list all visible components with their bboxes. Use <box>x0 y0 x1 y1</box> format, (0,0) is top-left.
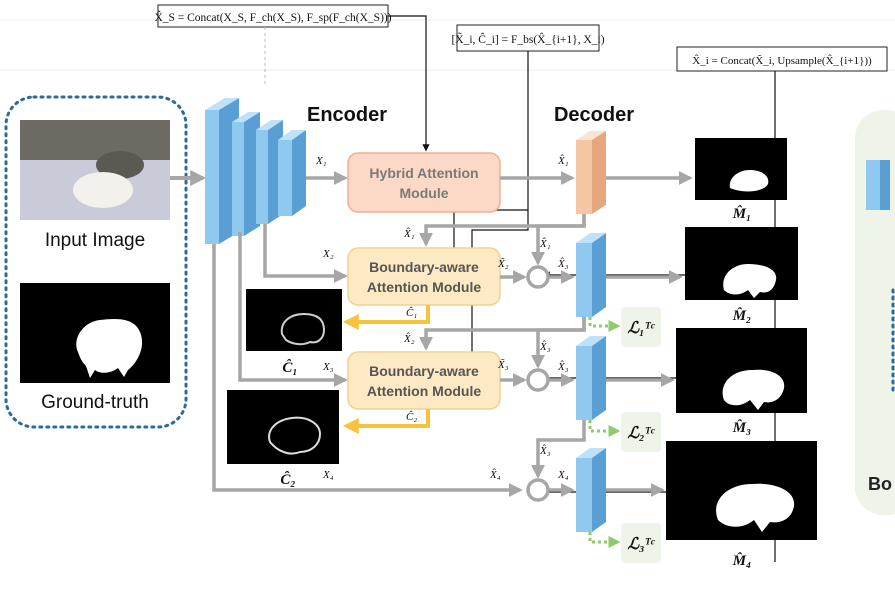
encoder-block-2 <box>232 112 260 236</box>
svg-text:ℒ₃ᵀᶜ: ℒ₃ᵀᶜ <box>628 536 656 553</box>
encoder-blocks <box>205 98 306 244</box>
boundary-image-c1 <box>246 289 342 351</box>
svg-text:X̃₂: X̃₂ <box>497 257 509 270</box>
loss-tile-2: ℒ₂ᵀᶜ <box>621 412 661 452</box>
decoder-heading: Decoder <box>554 104 634 126</box>
svg-text:X̂₁: X̂₁ <box>539 237 551 250</box>
svg-text:X̃₃: X̃₃ <box>497 358 509 371</box>
svg-text:X̂₃: X̂₃ <box>557 360 569 373</box>
concat-node-3 <box>526 478 550 502</box>
svg-text:X̂₃: X̂₃ <box>539 444 551 457</box>
svg-text:X₃: X₃ <box>322 361 334 373</box>
ground-truth-image <box>20 283 170 383</box>
decoder-block-2 <box>576 233 606 317</box>
skip-connections <box>212 171 523 497</box>
svg-text:X̂₂: X̂₂ <box>403 332 415 345</box>
formula-box-up: X̂_i = Concat(X̃_i, Upsample(X̂_{i+1})) <box>676 46 888 72</box>
loss-tile-3: ℒ₃ᵀᶜ <box>621 523 661 563</box>
input-image <box>20 120 170 220</box>
input-image-label: Input Image <box>45 230 145 251</box>
ground-truth-label: Ground-truth <box>41 392 149 413</box>
svg-text:Ĉ₁: Ĉ₁ <box>406 307 417 319</box>
concat-node-2 <box>526 368 550 392</box>
boundary-label-c1: Ĉ₁ <box>282 359 297 376</box>
encoder-block-4 <box>278 130 306 216</box>
svg-text:X̂_S = Concat(X_S, F_ch(X_S),: X̂_S = Concat(X_S, F_ch(X_S), F_sp(F_ch(… <box>154 10 391 24</box>
hybrid-attention-module: Hybrid Attention Module <box>347 152 501 213</box>
right-partial-label: Bo <box>868 474 892 494</box>
svg-text:ℒ₁ᵀᶜ: ℒ₁ᵀᶜ <box>628 320 656 337</box>
encoder-heading: Encoder <box>307 104 387 126</box>
svg-text:X₄: X₄ <box>322 469 334 481</box>
svg-text:Boundary-aware: Boundary-aware <box>369 363 479 379</box>
svg-text:X̂₁: X̂₁ <box>403 227 415 240</box>
formula-box-bas: [X̃_i, Ĉ_i] = F_bs(X̂_{i+1}, X_i) <box>451 24 605 52</box>
mask-m2 <box>685 227 798 300</box>
svg-text:Hybrid Attention: Hybrid Attention <box>369 165 478 181</box>
svg-text:[X̃_i, Ĉ_i] = F_bs(X̂_{i+1}, X: [X̃_i, Ĉ_i] = F_bs(X̂_{i+1}, X_i) <box>451 32 604 46</box>
mask-label-m3: M̂₃ <box>732 419 752 436</box>
boundary-output-arrows <box>342 305 430 434</box>
mask-label-m2: M̂₂ <box>732 307 752 324</box>
boundary-aware-module-1: Boundary-aware Attention Module <box>347 247 501 306</box>
svg-text:ℒ₂ᵀᶜ: ℒ₂ᵀᶜ <box>628 425 656 442</box>
mask-m3 <box>676 328 807 413</box>
right-partial-panel: Bo <box>855 110 895 515</box>
concat-node-1 <box>526 265 550 289</box>
boundary-aware-module-2: Boundary-aware Attention Module <box>347 351 501 410</box>
svg-text:X₁: X₁ <box>315 155 327 167</box>
mask-label-m4: M̂₄ <box>732 552 752 569</box>
svg-text:X₄: X₄ <box>557 469 569 481</box>
svg-text:X̂₄: X̂₄ <box>489 468 501 481</box>
svg-text:X̂₃: X̂₃ <box>539 340 551 353</box>
svg-text:Attention Module: Attention Module <box>367 279 482 295</box>
svg-text:X₂: X₂ <box>322 248 334 260</box>
formula-box-xs: X̂_S = Concat(X_S, F_ch(X_S), F_sp(F_ch(… <box>154 4 392 28</box>
mask-label-m1: M̂₁ <box>732 205 752 222</box>
boundary-image-c2 <box>227 390 339 464</box>
decoder-block-1 <box>576 131 606 214</box>
boundary-label-c2: Ĉ₂ <box>280 471 295 488</box>
mask-m1 <box>695 138 787 200</box>
decoder-block-3 <box>576 336 606 420</box>
loss-tile-1: ℒ₁ᵀᶜ <box>621 307 661 347</box>
feature-labels: X₁ X₂ X₃ X₄ X̂₁ X̂₁ X̂₁ X̃₂ X̂₃ X̂₂ X̂₃ … <box>315 154 569 481</box>
svg-text:X̂₁: X̂₁ <box>557 154 569 167</box>
svg-text:X̂₃: X̂₃ <box>557 257 569 270</box>
svg-text:X̂_i = Concat(X̃_i, Upsample(X: X̂_i = Concat(X̃_i, Upsample(X̂_{i+1})) <box>692 54 872 67</box>
svg-text:Attention Module: Attention Module <box>367 383 482 399</box>
mask-m4 <box>666 441 817 540</box>
svg-text:Module: Module <box>400 185 449 201</box>
svg-text:Ĉ₂: Ĉ₂ <box>406 411 417 423</box>
input-panel <box>4 95 188 429</box>
loss-arrows <box>588 317 621 548</box>
svg-text:Boundary-aware: Boundary-aware <box>369 259 479 275</box>
decoder-flow <box>419 171 693 497</box>
decoder-block-4 <box>576 448 606 532</box>
